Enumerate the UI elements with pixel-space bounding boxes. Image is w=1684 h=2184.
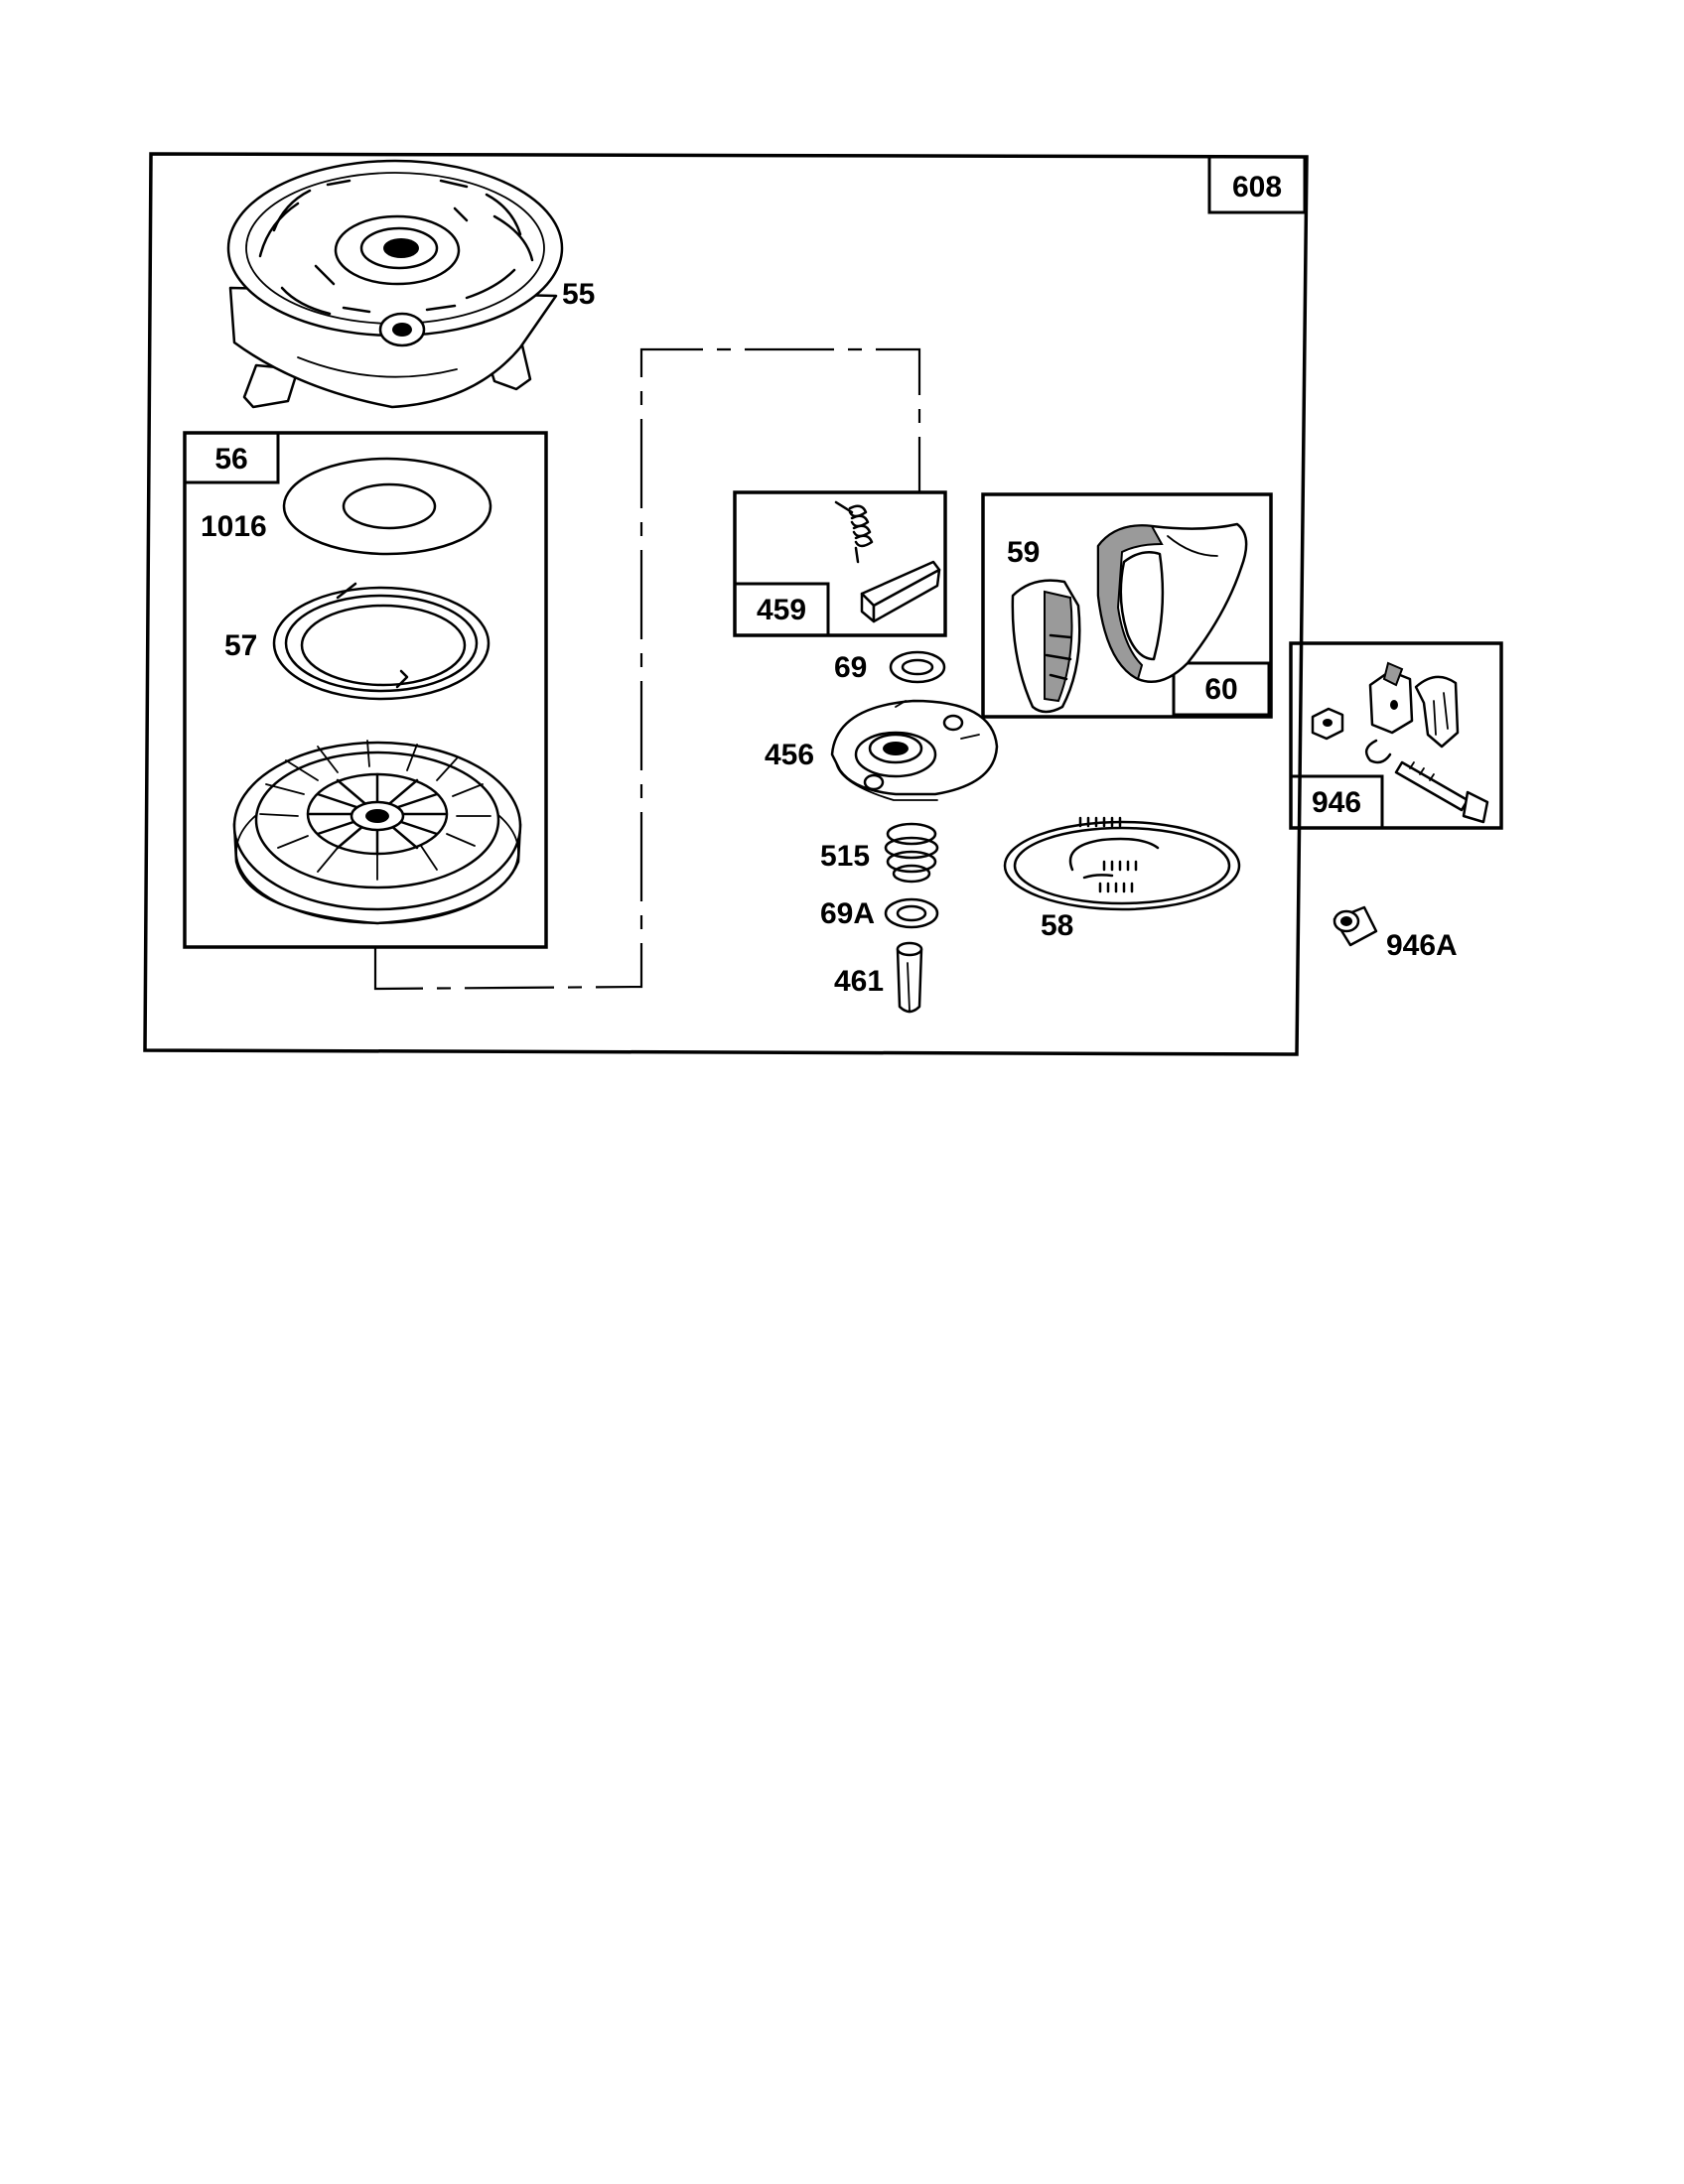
label-69a: 69A [820,897,875,930]
label-456: 456 [765,739,814,771]
label-515: 515 [820,840,870,873]
washer-69a [884,897,939,929]
starter-rope-58 [1003,816,1241,911]
pawl-459 [860,560,941,623]
connector-line [373,347,921,991]
label-box-459 [733,582,830,637]
label-946a: 946A [1386,929,1458,962]
label-56: 56 [214,443,247,476]
assembly-60-frame [981,492,1273,719]
label-608: 608 [1232,171,1282,204]
label-box-946 [1289,774,1384,830]
retainer-456 [830,699,999,801]
label-59: 59 [1007,536,1040,569]
rewind-spring-57 [272,582,491,701]
starter-housing-55 [226,159,564,409]
label-55: 55 [562,278,595,311]
assembly-608-frame [143,152,1309,1056]
label-1016: 1016 [201,510,267,543]
label-946: 946 [1312,786,1361,819]
pawl-spring-459 [834,500,874,564]
label-box-56 [183,431,280,484]
label-69: 69 [834,651,867,684]
label-60: 60 [1204,673,1237,706]
washer-69 [889,650,946,684]
handle-insert-59 [1011,579,1081,714]
bushing-946a [1333,905,1378,947]
assembly-56-frame [183,431,548,949]
assembly-459-frame [733,490,947,637]
label-461: 461 [834,965,884,998]
assembly-946-frame [1289,641,1503,830]
label-58: 58 [1041,909,1073,942]
label-57: 57 [224,629,257,662]
clamp-kit-946 [1311,661,1489,824]
spring-515 [884,822,939,884]
label-box-60 [1172,661,1271,717]
label-box-608 [1207,155,1307,214]
pin-461 [896,941,923,1014]
starter-handle-60 [1096,522,1248,683]
washer-1016 [282,457,492,556]
starter-pulley [232,740,522,925]
label-459: 459 [757,594,806,626]
